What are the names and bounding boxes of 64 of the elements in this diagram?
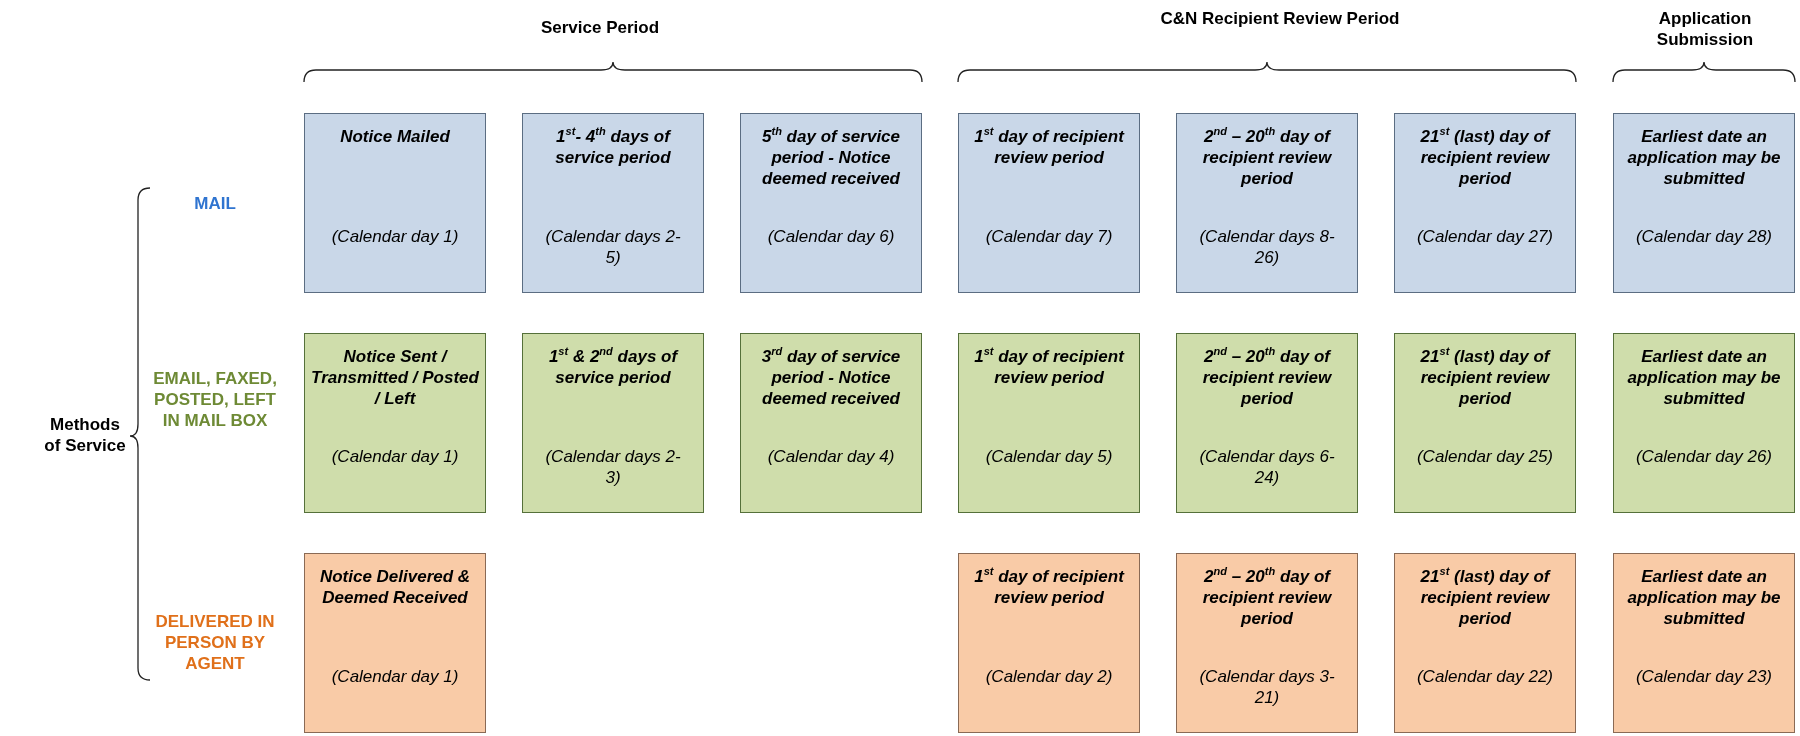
timeline-box	[1394, 113, 1576, 293]
timeline-box	[1176, 113, 1358, 293]
row-label: EMAIL, FAXED, POSTED, LEFT IN MAIL BOX	[152, 368, 278, 431]
step-heading: 2$^{nd}$ – 20$^{th}$ day of recipient review period	[1201, 126, 1333, 189]
step-heading: Earliest date an application may be submitted	[1626, 346, 1782, 409]
calendar-day-text: (Calendar day 4)	[766, 446, 896, 467]
calendar-day-text: (Calendar day 25)	[1415, 446, 1555, 467]
calendar-day-text: (Calendar day 26)	[1634, 446, 1774, 467]
step-heading: Earliest date an application may be submitted	[1626, 126, 1782, 189]
period-heading: C&N Recipient Review Period	[1160, 8, 1400, 29]
step-heading: 21$^{st}$ (last) day of recipient review period	[1419, 346, 1552, 409]
step-heading: 1$^{st}$ day of recipient review period	[973, 346, 1126, 388]
step-heading: Earliest date an application may be submitted	[1626, 566, 1782, 629]
timeline-box	[522, 333, 704, 513]
timeline-box	[1613, 113, 1795, 293]
step-heading: Notice Mailed	[339, 126, 451, 147]
calendar-day-text: (Calendar day 6)	[766, 226, 896, 247]
timeline-box	[304, 553, 486, 733]
timeline-box	[304, 333, 486, 513]
step-heading: 1$^{st}$ & 2$^{nd}$ days of service period	[547, 346, 680, 388]
timeline-box	[1394, 553, 1576, 733]
calendar-day-text: (Calendar day 5)	[984, 446, 1114, 467]
timeline-box	[1394, 333, 1576, 513]
period-heading: Service Period	[539, 17, 661, 38]
axis-title: Methods of Service	[43, 414, 127, 456]
step-heading: Notice Sent / Transmitted / Posted / Left	[311, 346, 479, 409]
step-heading: 1$^{st}$ day of recipient review period	[973, 566, 1126, 608]
row-label: DELIVERED IN PERSON BY AGENT	[154, 611, 276, 674]
step-heading: 2$^{nd}$ – 20$^{th}$ day of recipient review period	[1201, 566, 1333, 629]
step-heading: 21$^{st}$ (last) day of recipient review period	[1419, 126, 1552, 189]
calendar-day-text: (Calendar day 2)	[984, 666, 1114, 687]
calendar-day-text: (Calendar day 1)	[330, 226, 460, 247]
timeline-box	[958, 113, 1140, 293]
timeline-box	[1613, 333, 1795, 513]
calendar-day-text: (Calendar day 22)	[1415, 666, 1555, 687]
step-heading: 21$^{st}$ (last) day of recipient review period	[1419, 566, 1552, 629]
calendar-day-text: (Calendar days 3-21)	[1198, 666, 1336, 708]
step-heading: 1$^{st}$- 4$^{th}$ days of service period	[554, 126, 673, 168]
row-label: MAIL	[193, 193, 237, 214]
calendar-day-text: (Calendar days 2-3)	[544, 446, 682, 488]
calendar-day-text: (Calendar day 1)	[330, 666, 460, 687]
timeline-box	[740, 113, 922, 293]
step-heading: Notice Delivered & Deemed Received	[318, 566, 472, 608]
timeline-box	[522, 113, 704, 293]
calendar-day-text: (Calendar day 28)	[1634, 226, 1774, 247]
step-heading: 3$^{rd}$ day of service period - Notice deemed received	[760, 346, 902, 409]
timeline-box	[1176, 333, 1358, 513]
calendar-day-text: (Calendar days 6-24)	[1198, 446, 1336, 488]
calendar-day-text: (Calendar day 7)	[984, 226, 1114, 247]
step-heading: 1$^{st}$ day of recipient review period	[973, 126, 1126, 168]
calendar-day-text: (Calendar day 23)	[1634, 666, 1774, 687]
timeline-box	[958, 553, 1140, 733]
calendar-day-text: (Calendar days 8-26)	[1198, 226, 1336, 268]
timeline-box	[304, 113, 486, 293]
timeline-box	[958, 333, 1140, 513]
period-heading: Application Submission	[1655, 8, 1755, 50]
step-heading: 5$^{th}$ day of service period - Notice deemed received	[761, 126, 901, 189]
calendar-day-text: (Calendar days 2-5)	[544, 226, 682, 268]
timeline-box	[1613, 553, 1795, 733]
timeline-box	[1176, 553, 1358, 733]
calendar-day-text: (Calendar day 27)	[1415, 226, 1555, 247]
step-heading: 2$^{nd}$ – 20$^{th}$ day of recipient review period	[1201, 346, 1333, 409]
calendar-day-text: (Calendar day 1)	[330, 446, 460, 467]
timeline-box	[740, 333, 922, 513]
